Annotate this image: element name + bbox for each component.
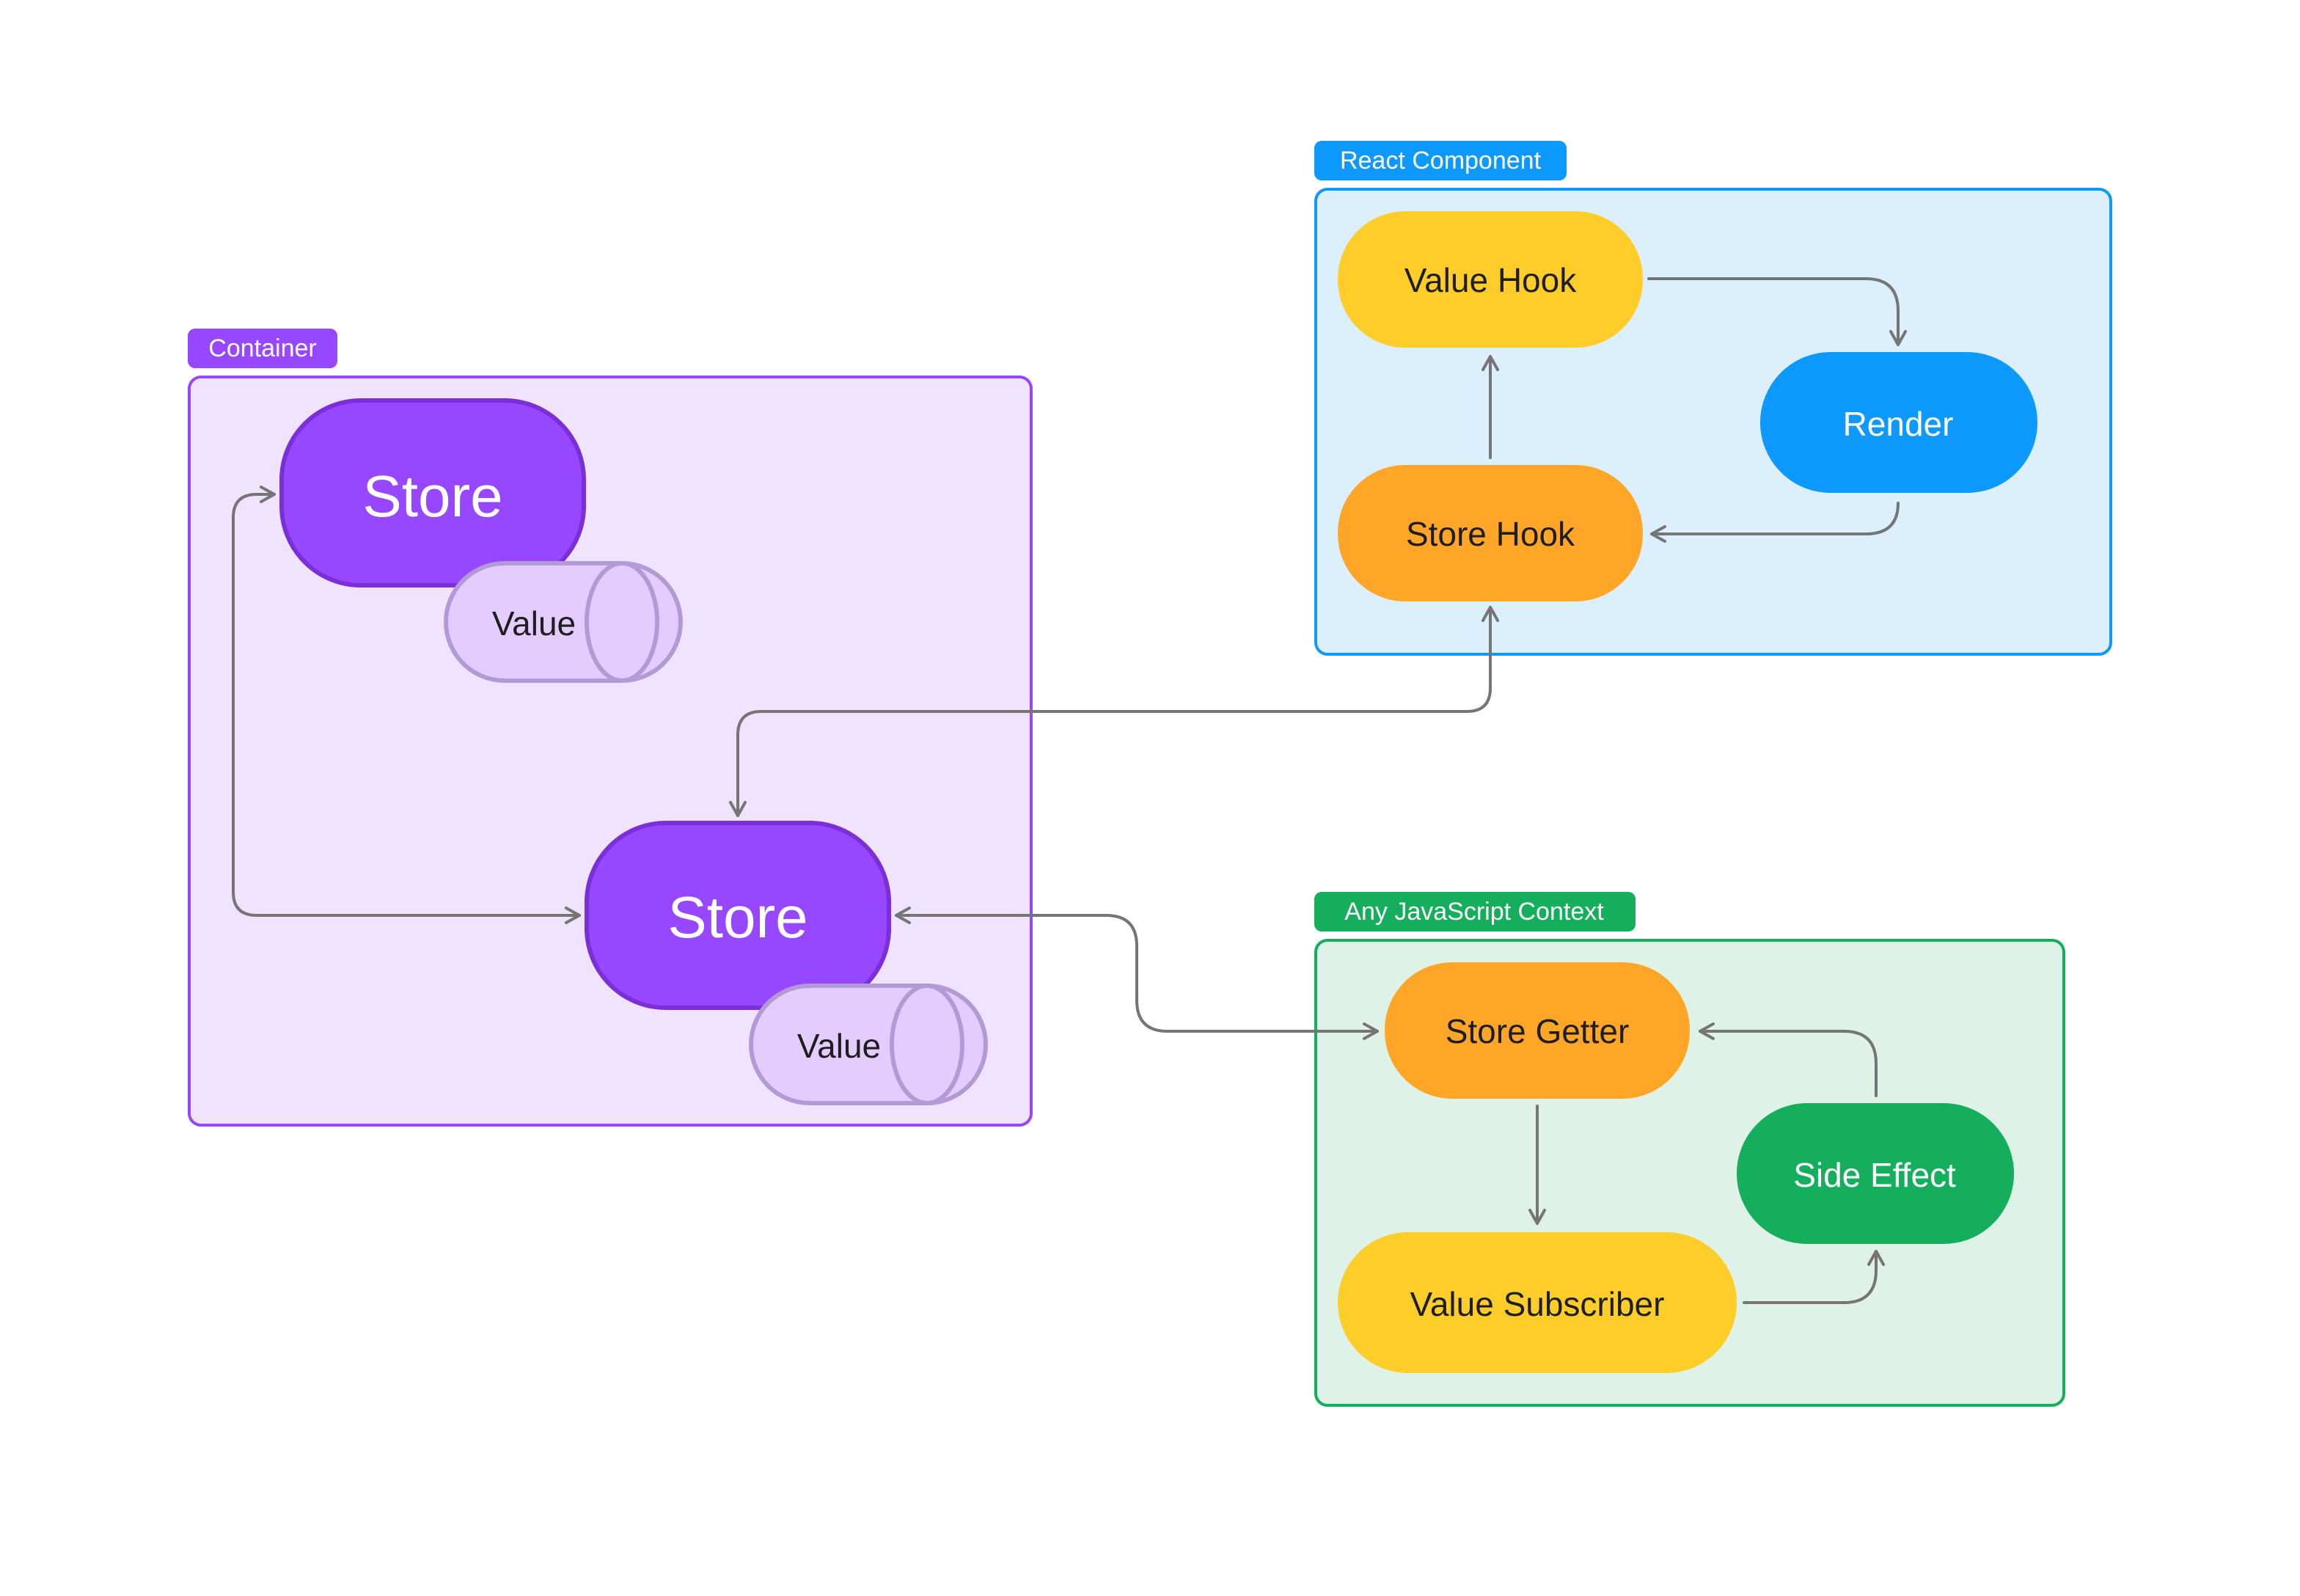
side-effect-node: Side Effect <box>1737 1103 2014 1244</box>
react-component-group-label: React Component <box>1340 147 1542 175</box>
store-hook-node: Store Hook <box>1338 465 1643 601</box>
value-subscriber-node: Value Subscriber <box>1338 1232 1737 1373</box>
value-cylinder-bottom-label: Value <box>797 1027 881 1065</box>
store-node-bottom: Store <box>585 821 891 1010</box>
js-context-group-tag <box>1314 892 1636 931</box>
container-group-tag <box>188 329 337 368</box>
value-hook-node-label: Value Hook <box>1404 261 1577 299</box>
connector-valuehook-render <box>1647 277 1907 346</box>
connector-valuesubscriber-sideeffect <box>1743 1250 1885 1304</box>
store-getter-node: Store Getter <box>1385 962 1690 1099</box>
store-node-top-label: Store <box>362 464 502 529</box>
store-node-bottom-label: Store <box>667 885 807 950</box>
connector-store-store <box>232 486 581 924</box>
connector-store-storegetter <box>895 907 1379 1040</box>
value-subscriber-node-label: Value Subscriber <box>1410 1285 1665 1323</box>
store-hook-node-label: Store Hook <box>1406 515 1575 553</box>
connector-sideeffect-storegetter <box>1699 1022 1878 1097</box>
value-cylinder-top: Value <box>444 561 683 683</box>
js-context-group-label: Any JavaScript Context <box>1344 898 1604 926</box>
connector-store-storehook <box>729 606 1499 817</box>
container-group-label: Container <box>208 334 316 362</box>
store-node-top: Store <box>279 398 586 587</box>
store-getter-node-label: Store Getter <box>1446 1012 1630 1050</box>
value-cylinder-bottom: Value <box>749 984 988 1105</box>
connector-render-storehook <box>1650 502 1900 543</box>
render-node: Render <box>1760 352 2037 493</box>
side-effect-node-label: Side Effect <box>1793 1156 1956 1194</box>
value-cylinder-top-label: Value <box>492 604 576 643</box>
value-hook-node: Value Hook <box>1338 211 1643 348</box>
render-node-label: Render <box>1843 405 1954 443</box>
react-component-group-tag <box>1314 141 1567 180</box>
